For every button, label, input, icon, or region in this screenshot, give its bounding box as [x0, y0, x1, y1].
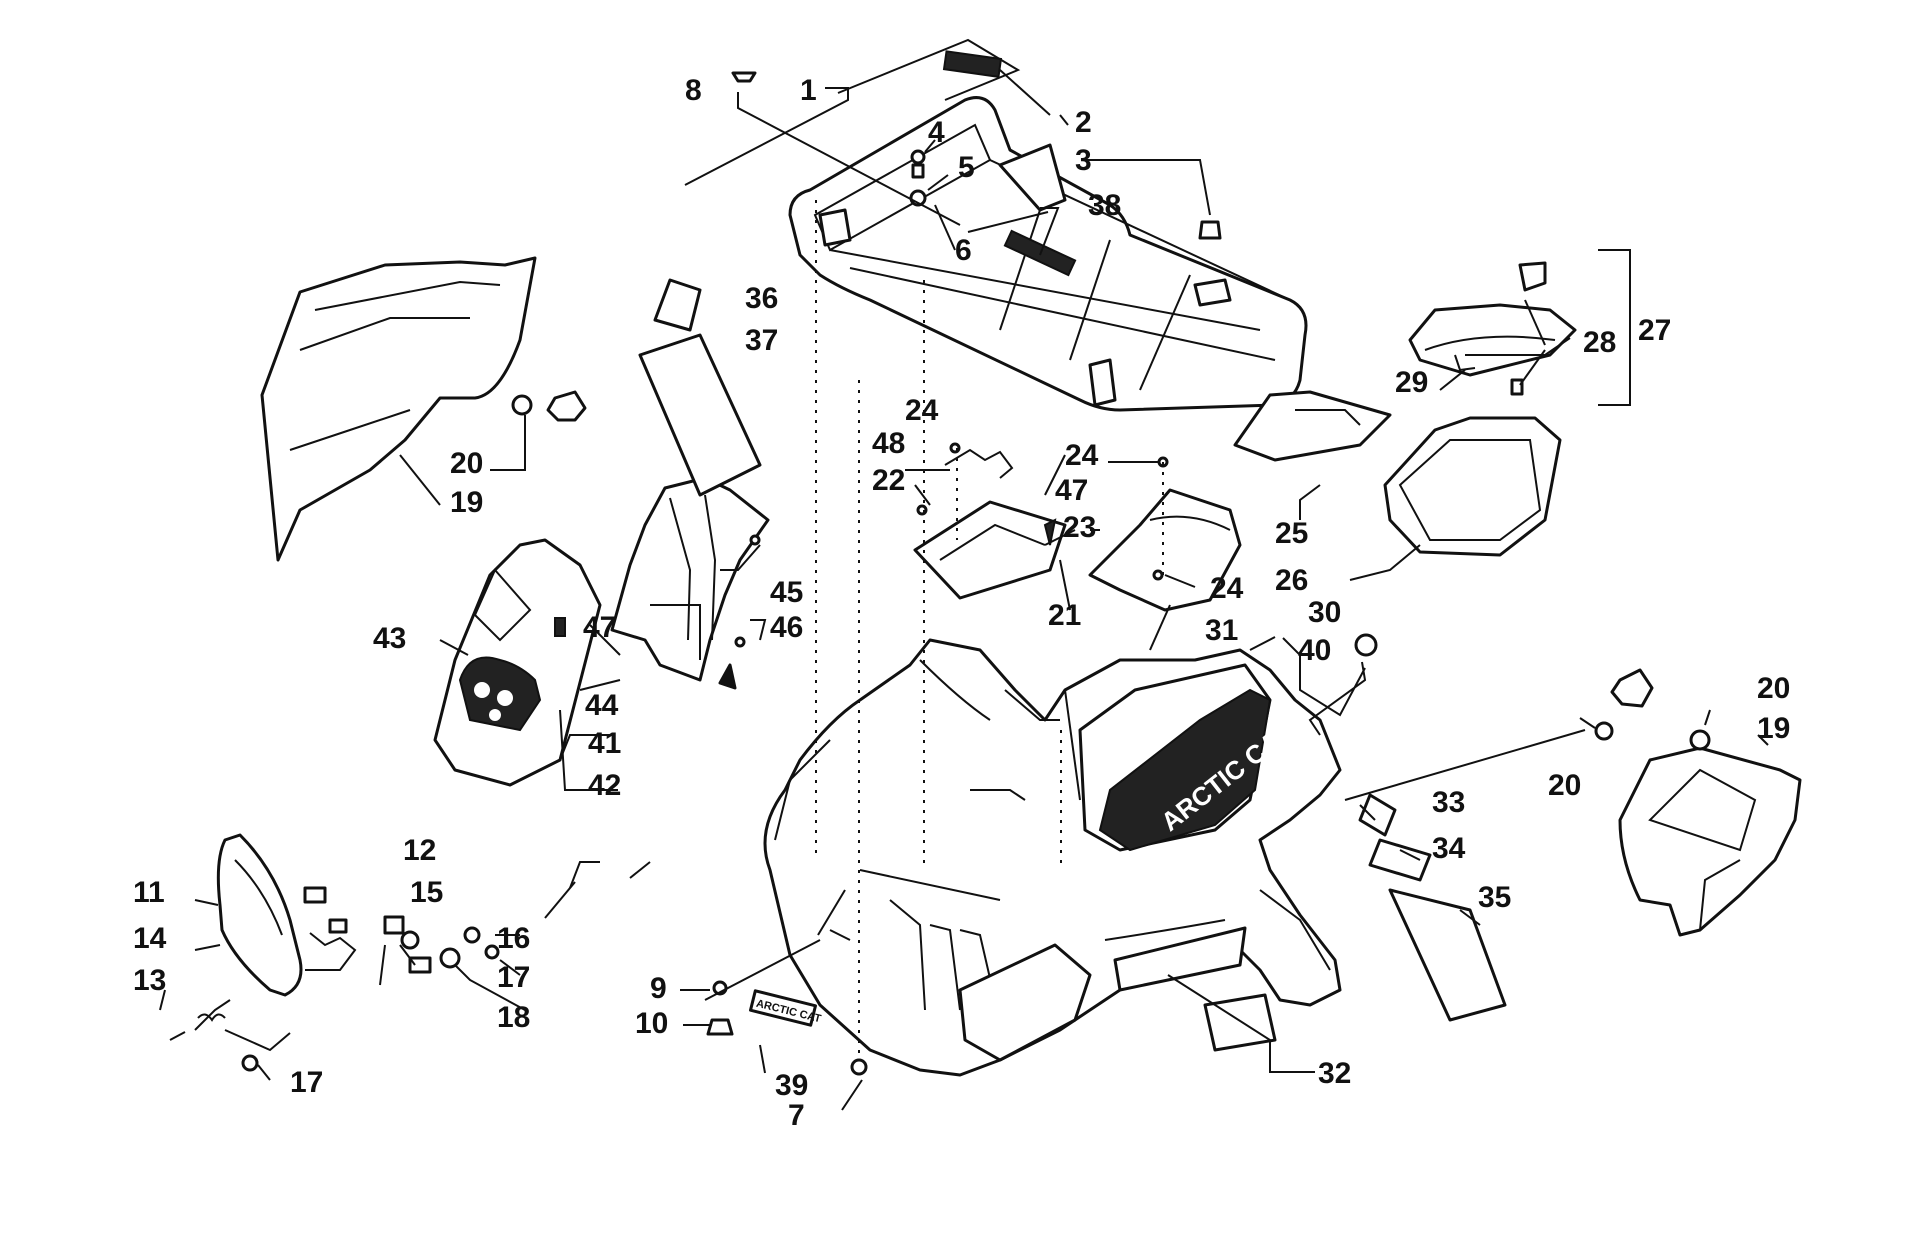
callout-1: 1 [800, 74, 817, 107]
callout-23: 23 [1063, 511, 1096, 544]
callout-4: 4 [928, 116, 945, 149]
callout-9: 9 [650, 972, 667, 1005]
callout-33: 33 [1432, 786, 1465, 819]
callout-15: 15 [410, 876, 443, 909]
lower-front-panel [433, 538, 602, 787]
callout-24c: 24 [1210, 572, 1244, 605]
callout-17a: 17 [497, 961, 530, 994]
assembly-axes [815, 200, 1164, 1060]
callout-24a: 24 [905, 394, 939, 427]
callout-36: 36 [745, 282, 778, 315]
callout-12: 12 [403, 834, 436, 867]
bracket-27 [1598, 249, 1631, 406]
callout-47a: 47 [1055, 474, 1088, 507]
callout-46: 46 [770, 611, 803, 644]
front-panel-graphic [458, 656, 542, 732]
storage-box-cover [1233, 390, 1392, 462]
leader-lines [159, 38, 1769, 1111]
callout-32: 32 [1318, 1057, 1351, 1090]
bracket-48 [944, 448, 1014, 479]
decal-part-2 [942, 50, 1003, 78]
callout-25: 25 [1275, 517, 1308, 550]
left-side-panel [260, 256, 587, 562]
callout-35: 35 [1478, 881, 1511, 914]
callout-13: 13 [133, 964, 166, 997]
right-side-panel [1594, 668, 1802, 937]
callout-29: 29 [1395, 366, 1428, 399]
callout-14: 14 [133, 922, 167, 955]
callout-39: 39 [775, 1069, 808, 1102]
callout-19a: 19 [450, 486, 483, 519]
callout-26: 26 [1275, 564, 1308, 597]
callout-42: 42 [588, 769, 621, 802]
callout-6: 6 [955, 234, 972, 267]
front-rack [788, 96, 1308, 412]
callout-27: 27 [1638, 314, 1671, 347]
callout-5: 5 [958, 151, 975, 184]
callout-20a: 20 [450, 447, 483, 480]
callout-labels: 1 2 3 4 5 6 7 8 9 10 11 12 13 14 15 16 1… [133, 74, 1790, 1132]
center-splash-panel [610, 476, 770, 690]
callout-24b: 24 [1065, 439, 1099, 472]
callout-20b: 20 [1757, 672, 1790, 705]
callout-22: 22 [872, 464, 905, 497]
callout-31: 31 [1205, 614, 1238, 647]
callout-44: 44 [585, 689, 619, 722]
inner-panel-23 [1088, 488, 1242, 612]
callout-20c: 20 [1548, 769, 1581, 802]
storage-box [1383, 416, 1562, 557]
front-brand-decal: ARCTIC CAT [749, 989, 822, 1027]
decals [638, 278, 1507, 1052]
callout-34: 34 [1432, 832, 1466, 865]
inner-panel-21 [913, 500, 1067, 600]
callout-7: 7 [788, 1099, 805, 1132]
callout-30: 30 [1308, 596, 1341, 629]
callout-47b: 47 [583, 611, 616, 644]
callout-43: 43 [373, 622, 406, 655]
callout-16: 16 [497, 922, 530, 955]
callout-18: 18 [497, 1001, 530, 1034]
callout-11: 11 [133, 876, 165, 909]
callout-3: 3 [1075, 144, 1092, 177]
headlight-assembly [169, 833, 500, 1072]
callout-40: 40 [1298, 634, 1331, 667]
callout-41: 41 [588, 727, 621, 760]
callout-48: 48 [872, 427, 905, 460]
callout-38: 38 [1088, 189, 1121, 222]
callout-17b: 17 [290, 1066, 323, 1099]
callout-37: 37 [745, 324, 778, 357]
callout-2: 2 [1075, 106, 1092, 139]
callout-10: 10 [635, 1007, 668, 1040]
callout-8: 8 [685, 74, 702, 107]
storage-lid [1408, 261, 1577, 396]
callout-19b: 19 [1757, 712, 1790, 745]
callout-45: 45 [770, 576, 803, 609]
callout-28: 28 [1583, 326, 1616, 359]
callout-21: 21 [1048, 599, 1081, 632]
